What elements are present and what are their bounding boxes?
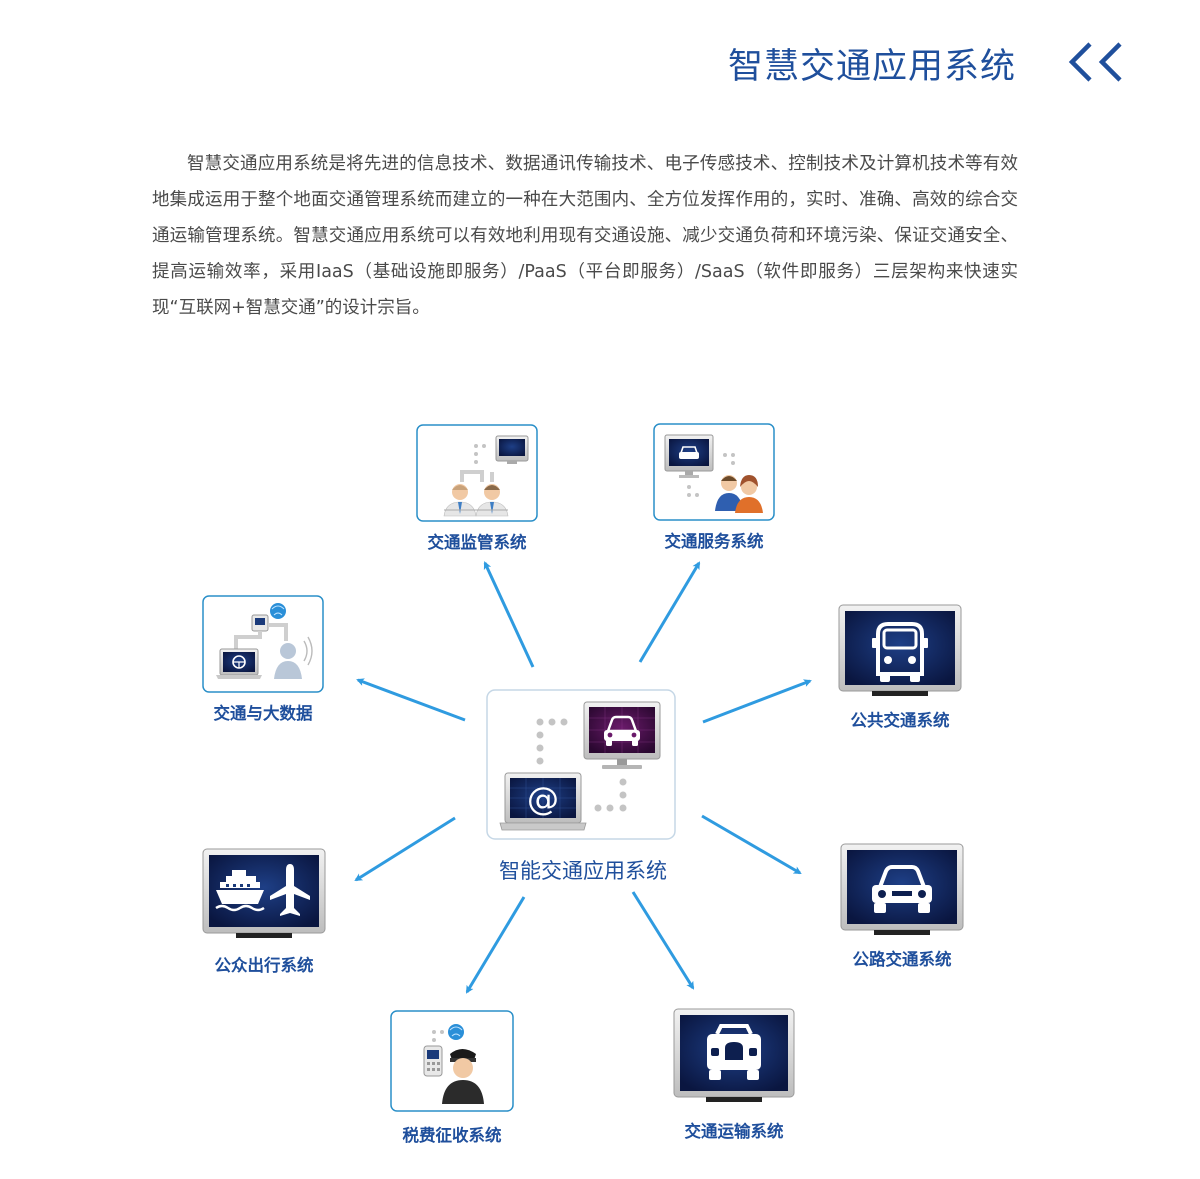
double-chevron-left-icon[interactable] bbox=[1064, 40, 1128, 84]
arrow-to-road bbox=[701, 814, 802, 875]
node-label-public-travel: 公众出行系统 bbox=[214, 956, 314, 975]
node-label-supervision: 交通监管系统 bbox=[427, 533, 527, 552]
arrow-to-toll bbox=[465, 896, 526, 994]
center-node-label: 智能交通应用系统 bbox=[499, 859, 667, 883]
node-label-road: 公路交通系统 bbox=[852, 950, 952, 969]
officer-icon bbox=[390, 1010, 514, 1112]
arrow-to-public-travel bbox=[354, 816, 456, 882]
page-title: 智慧交通应用系统 bbox=[728, 47, 1017, 87]
node-label-bigdata: 交通与大数据 bbox=[213, 704, 313, 723]
arrow-to-transport bbox=[631, 891, 695, 990]
svg-text:@: @ bbox=[527, 780, 559, 818]
arrow-to-bigdata bbox=[356, 678, 466, 722]
car-monitor-users-icon bbox=[653, 423, 775, 521]
node-label-public-transit: 公共交通系统 bbox=[850, 711, 950, 730]
arrow-to-service bbox=[638, 561, 701, 663]
node-label-service: 交通服务系统 bbox=[664, 532, 764, 551]
operators-monitor-icon bbox=[416, 424, 538, 522]
arrow-to-public-transit bbox=[702, 679, 812, 724]
arrow-to-supervision bbox=[483, 561, 535, 668]
car-monitor-icon bbox=[840, 843, 964, 936]
intro-paragraph: 智慧交通应用系统是将先进的信息技术、数据通讯传输技术、电子传感技术、控制技术及计… bbox=[152, 154, 1018, 318]
network-user-icon bbox=[202, 595, 324, 693]
node-label-toll: 税费征收系统 bbox=[402, 1126, 502, 1145]
node-label-transport: 交通运输系统 bbox=[684, 1122, 784, 1141]
bus-monitor-icon bbox=[838, 604, 962, 697]
center-node-icon: @ bbox=[486, 689, 676, 840]
ship-plane-monitor-icon bbox=[202, 848, 326, 940]
jeep-monitor-icon bbox=[673, 1008, 795, 1104]
